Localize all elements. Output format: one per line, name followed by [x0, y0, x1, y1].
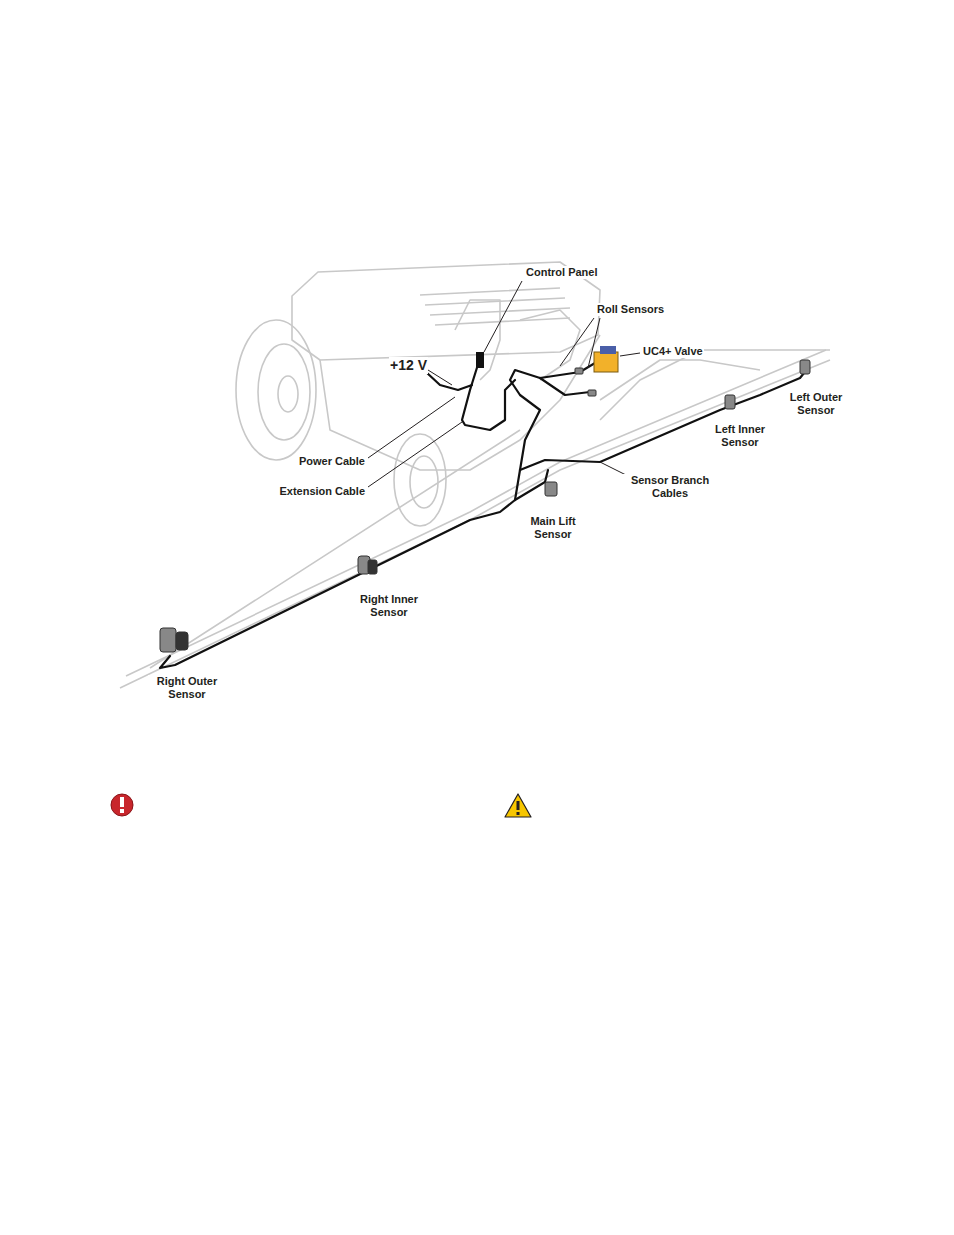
part-label: Extension Cable — [278, 485, 366, 498]
part-label: Sensor Branch Cables — [621, 474, 719, 500]
sensor-symbol — [588, 390, 596, 396]
part-label: Left Outer Sensor — [779, 391, 853, 417]
part-label: Control Panel — [525, 266, 599, 279]
valve-symbol — [594, 346, 618, 372]
part-label: UC4+ Valve — [642, 345, 704, 358]
sensor-symbol — [575, 368, 583, 374]
sensor-symbol — [545, 482, 557, 496]
part-label: Power Cable — [298, 455, 366, 468]
sensor-symbol — [160, 628, 176, 652]
part-label: Left Inner Sensor — [704, 423, 776, 449]
part-label: Roll Sensors — [596, 303, 665, 316]
part-label: Right Outer Sensor — [148, 675, 226, 701]
warning-icon — [505, 794, 531, 817]
sensor-symbol — [800, 360, 810, 374]
important-icon — [111, 794, 133, 816]
sensor-symbol — [725, 395, 735, 409]
control-panel — [476, 352, 484, 368]
part-label: Main Lift Sensor — [519, 515, 587, 541]
part-label: +12 V — [389, 357, 428, 374]
part-label: Right Inner Sensor — [350, 593, 428, 619]
